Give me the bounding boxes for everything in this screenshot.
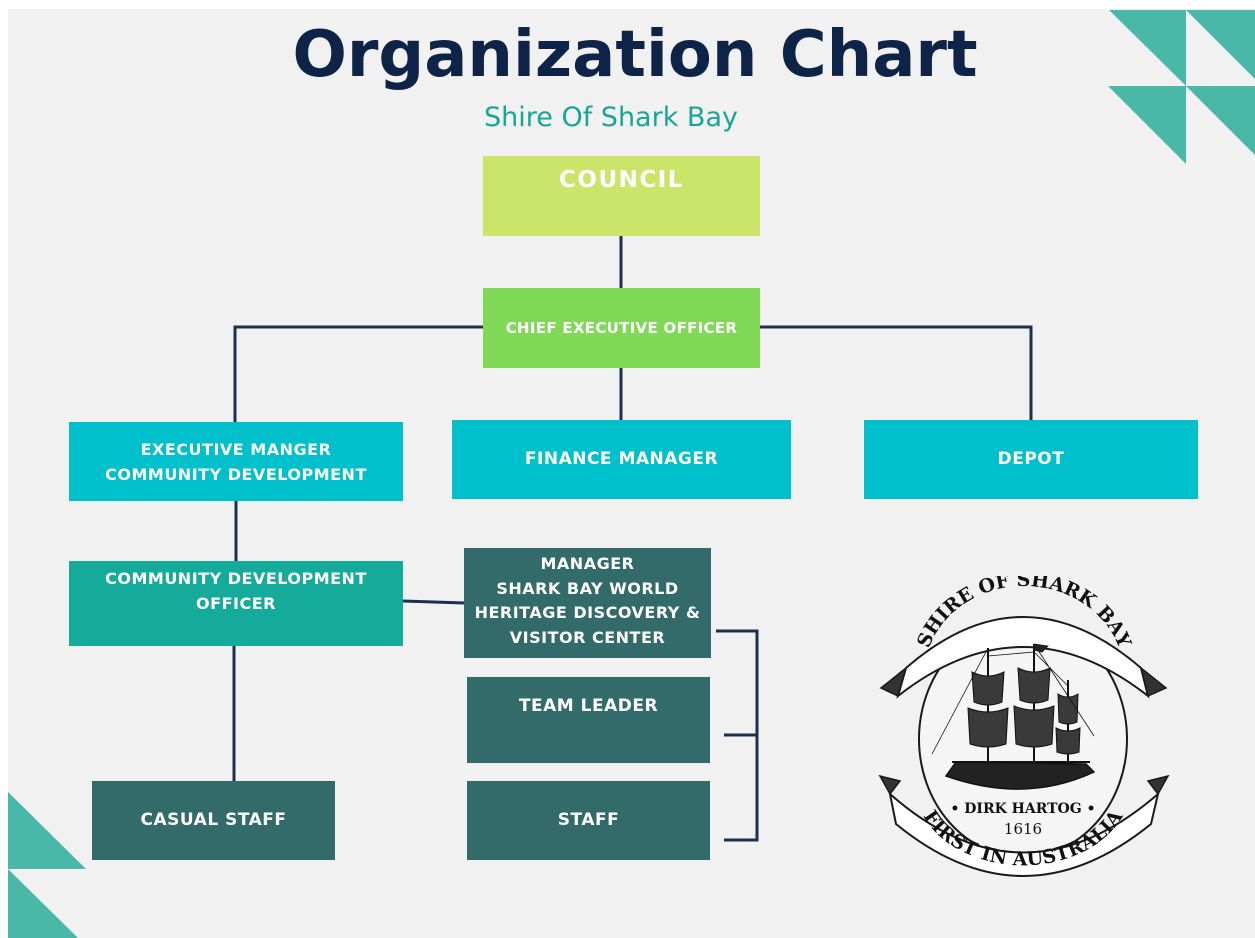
triangle-decor — [8, 869, 78, 938]
council-label: COUNCIL — [559, 167, 684, 193]
visitor-center-manager-box: MANAGER SHARK BAY WORLD HERITAGE DISCOVE… — [464, 548, 711, 658]
seal-ribbon-tail-left — [878, 774, 902, 796]
finance-manager-box: FINANCE MANAGER — [452, 420, 791, 499]
triangle-decor — [1108, 86, 1186, 164]
exec-manager-box: EXECUTIVE MANGER COMMUNITY DEVELOPMENT — [69, 422, 403, 501]
triangle-decor — [1109, 10, 1186, 86]
depot-box: DEPOT — [864, 420, 1198, 499]
seal-year-text: 1616 — [1004, 820, 1042, 838]
team-leader-box: TEAM LEADER — [467, 677, 710, 763]
team-leader-label: TEAM LEADER — [518, 696, 659, 716]
seal-ribbon-end-left — [879, 665, 908, 698]
visitor-center-manager-label: MANAGER SHARK BAY WORLD HERITAGE DISCOVE… — [474, 554, 701, 647]
community-dev-officer-label: COMMUNITY DEVELOPMENT OFFICER — [105, 569, 367, 613]
casual-staff-box: CASUAL STAFF — [92, 781, 335, 860]
frame-top-border — [0, 0, 1255, 9]
seal-ribbon-end-right — [1139, 666, 1168, 698]
seal-ribbon-tail-right — [1146, 774, 1170, 796]
seal-name-text: • DIRK HARTOG • — [950, 801, 1095, 817]
page-title: Organization Chart — [292, 18, 978, 92]
finance-manager-label: FINANCE MANAGER — [524, 449, 719, 469]
seal-bottom-ribbon — [888, 791, 1160, 877]
staff-label: STAFF — [557, 810, 620, 830]
exec-manager-label: EXECUTIVE MANGER COMMUNITY DEVELOPMENT — [105, 439, 367, 484]
line-ceo-depot — [760, 325, 1033, 420]
triangle-decor — [1186, 86, 1255, 155]
page-subtitle: Shire Of Shark Bay — [484, 102, 738, 133]
staff-box: STAFF — [467, 781, 710, 860]
casual-staff-label: CASUAL STAFF — [140, 810, 287, 830]
triangle-decor — [1186, 10, 1255, 79]
line-ceo-exec-manager — [233, 325, 483, 422]
depot-label: DEPOT — [997, 449, 1065, 469]
community-dev-officer-box: COMMUNITY DEVELOPMENT OFFICER — [69, 561, 403, 646]
bottom-left-triangles — [8, 792, 86, 938]
ceo-label: CHIEF EXECUTIVE OFFICER — [505, 318, 738, 337]
top-right-triangles — [1108, 10, 1255, 164]
shire-seal-logo: SHIRE OF SHARK BAY FIRST IN AUSTRALIA • … — [878, 576, 1170, 877]
triangle-decor — [8, 792, 86, 869]
ship-icon — [931, 643, 1096, 790]
line-officer-visitor-manager — [402, 599, 465, 605]
ceo-box: CHIEF EXECUTIVE OFFICER — [483, 288, 760, 368]
frame-left-border — [0, 0, 8, 938]
council-box: COUNCIL — [483, 156, 760, 236]
